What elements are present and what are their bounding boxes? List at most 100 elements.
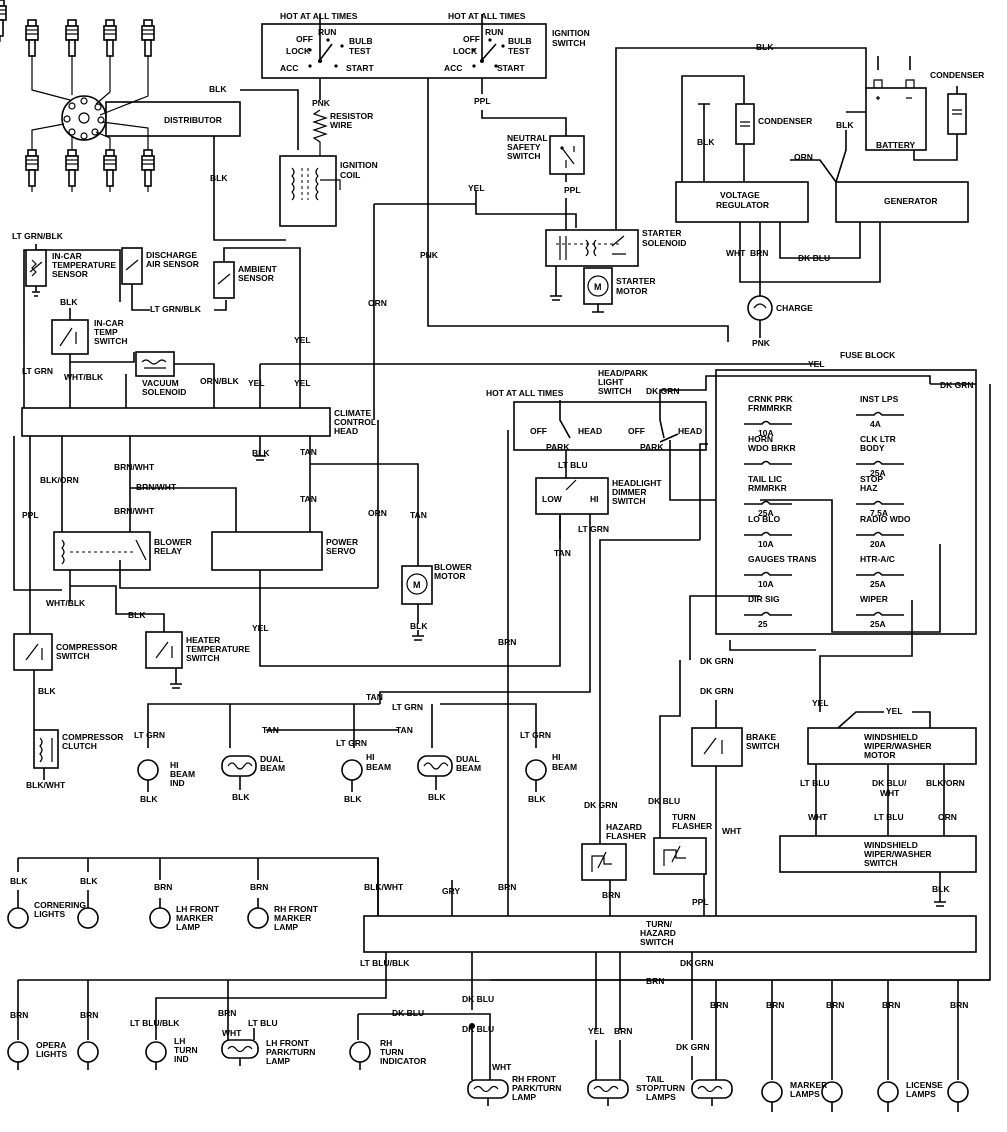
svg-text:DISCHARGE: DISCHARGE <box>146 250 197 260</box>
svg-text:WHT: WHT <box>222 1028 242 1038</box>
brake-switch <box>691 727 743 767</box>
svg-text:BLK: BLK <box>697 137 715 147</box>
svg-text:SWITCH: SWITCH <box>864 858 898 868</box>
svg-text:LT GRN/BLK: LT GRN/BLK <box>150 304 202 314</box>
starter-motor <box>583 267 613 305</box>
svg-text:YEL: YEL <box>248 378 265 388</box>
svg-text:BRN: BRN <box>250 882 268 892</box>
svg-text:PARK/TURN: PARK/TURN <box>266 1047 315 1057</box>
svg-text:DK GRN: DK GRN <box>646 386 680 396</box>
svg-text:TEMPERATURE: TEMPERATURE <box>52 260 116 270</box>
svg-text:HEAD/PARK: HEAD/PARK <box>598 368 649 378</box>
svg-text:LOCK: LOCK <box>286 46 311 56</box>
svg-text:BEAM: BEAM <box>366 762 391 772</box>
fuse-rating: 10A <box>758 428 774 438</box>
svg-text:YEL: YEL <box>294 335 311 345</box>
svg-text:LT BLU: LT BLU <box>248 1018 278 1028</box>
svg-text:ACC: ACC <box>280 63 298 73</box>
svg-text:MOTOR: MOTOR <box>616 286 647 296</box>
svg-text:BEAM: BEAM <box>456 763 481 773</box>
svg-text:PPL: PPL <box>692 897 709 907</box>
svg-text:SAFETY: SAFETY <box>507 142 541 152</box>
power-servo <box>211 531 323 571</box>
svg-text:GENERATOR: GENERATOR <box>884 196 938 206</box>
svg-text:BRN: BRN <box>826 1000 844 1010</box>
svg-text:TURN: TURN <box>174 1045 198 1055</box>
rh-front-marker-lamp-icon <box>247 907 269 929</box>
svg-text:PPL: PPL <box>564 185 581 195</box>
svg-text:BULB: BULB <box>349 36 373 46</box>
svg-text:OFF: OFF <box>296 34 313 44</box>
svg-text:ORN/BLK: ORN/BLK <box>200 376 240 386</box>
svg-text:SWITCH: SWITCH <box>746 741 780 751</box>
svg-text:WINDSHIELD: WINDSHIELD <box>864 732 918 742</box>
svg-text:BRN: BRN <box>766 1000 784 1010</box>
svg-text:BLK: BLK <box>932 884 950 894</box>
svg-text:HEAD: HEAD <box>678 426 702 436</box>
marker-lamp-left-icon <box>761 1081 783 1103</box>
fuse-rating: 25A <box>870 619 886 629</box>
svg-text:WHT: WHT <box>492 1062 512 1072</box>
svg-text:BLK: BLK <box>232 792 250 802</box>
svg-text:PPL: PPL <box>474 96 491 106</box>
svg-text:INDICATOR: INDICATOR <box>380 1056 426 1066</box>
svg-text:IN-CAR: IN-CAR <box>94 318 124 328</box>
svg-text:SWITCH: SWITCH <box>56 651 90 661</box>
svg-text:ACC: ACC <box>444 63 462 73</box>
svg-text:M: M <box>594 282 602 292</box>
svg-text:DK BLU: DK BLU <box>798 253 830 263</box>
fuse-rating: 10A <box>758 539 774 549</box>
svg-text:BLK: BLK <box>209 84 227 94</box>
svg-text:TURN: TURN <box>672 812 696 822</box>
svg-text:BRN: BRN <box>602 890 620 900</box>
svg-text:LAMP: LAMP <box>274 922 298 932</box>
svg-text:HI: HI <box>552 752 561 762</box>
ignition-coil <box>279 155 337 227</box>
svg-text:LOCK: LOCK <box>453 46 478 56</box>
svg-text:LT GRN: LT GRN <box>134 730 165 740</box>
fuse-icon <box>856 611 904 616</box>
svg-text:BRN: BRN <box>10 1010 28 1020</box>
fuse-rating: 25 <box>758 619 768 629</box>
svg-text:PNK: PNK <box>312 98 331 108</box>
svg-text:OFF: OFF <box>628 426 645 436</box>
svg-text:CLIMATE: CLIMATE <box>334 408 371 418</box>
fuse-rating: 20A <box>870 539 886 549</box>
svg-text:BRN: BRN <box>646 976 664 986</box>
svg-text:TAN: TAN <box>410 510 427 520</box>
spark-plugs-icon <box>0 0 155 193</box>
svg-text:MOTOR: MOTOR <box>864 750 895 760</box>
fuse-rating: 25A <box>870 468 886 478</box>
svg-text:WIPER/WASHER: WIPER/WASHER <box>864 741 932 751</box>
generator <box>835 181 969 223</box>
ambient-sensor <box>213 261 235 299</box>
fuse-name: HTR-A/C <box>860 554 895 564</box>
svg-text:VACUUM: VACUUM <box>142 378 179 388</box>
svg-text:TAN: TAN <box>366 692 383 702</box>
svg-text:RELAY: RELAY <box>154 546 182 556</box>
license-lamp-left-icon <box>877 1081 899 1103</box>
svg-text:BRAKE: BRAKE <box>746 732 777 742</box>
svg-text:BRN: BRN <box>154 882 172 892</box>
svg-text:DUAL: DUAL <box>456 754 480 764</box>
svg-text:HOT AT ALL TIMES: HOT AT ALL TIMES <box>448 11 526 21</box>
windshield-wiper-washer-motor <box>807 727 977 765</box>
turn-flasher <box>653 837 707 875</box>
svg-text:RESISTOR: RESISTOR <box>330 111 373 121</box>
svg-text:BRN: BRN <box>614 1026 632 1036</box>
svg-text:POWER: POWER <box>326 537 358 547</box>
svg-text:SOLENOID: SOLENOID <box>642 238 686 248</box>
lh-turn-indicator-icon <box>145 1041 167 1063</box>
svg-text:DK BLU: DK BLU <box>462 994 494 1004</box>
svg-text:SOLENOID: SOLENOID <box>142 387 186 397</box>
svg-text:SWITCH: SWITCH <box>640 937 674 947</box>
svg-text:STARTER: STARTER <box>642 228 682 238</box>
fuse-name: WDO BRKR <box>748 443 796 453</box>
fuse-icon <box>856 571 904 576</box>
distributor: DISTRIBUTOR <box>31 62 241 150</box>
svg-text:WHT: WHT <box>808 812 828 822</box>
fuse-name: RMMRKR <box>748 483 787 493</box>
svg-text:TEMP: TEMP <box>94 327 118 337</box>
lh-front-park-turn-lamp-icon <box>221 1039 259 1059</box>
dual-beam-lamp-icon <box>221 755 257 777</box>
